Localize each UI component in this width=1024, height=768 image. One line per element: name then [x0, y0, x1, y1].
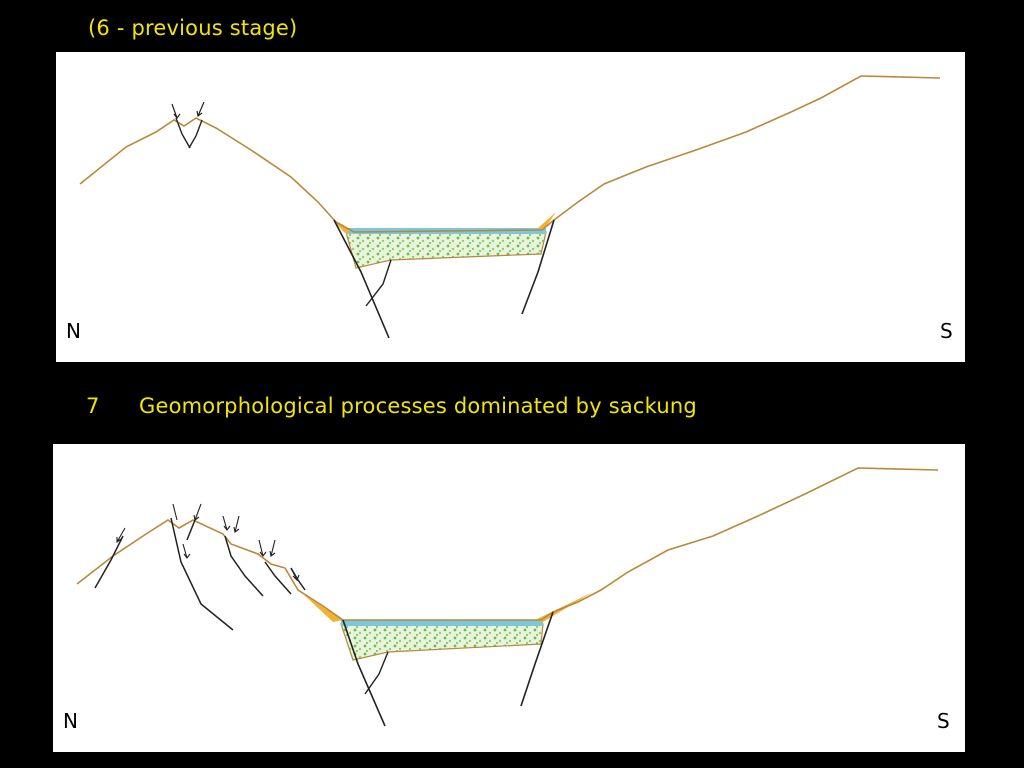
fault-arrow-2 — [172, 503, 178, 521]
fault-arrow-6 — [182, 543, 191, 559]
fault-left-main — [333, 219, 390, 339]
fault-left-main — [342, 619, 386, 727]
stage6-caption: (6 - previous stage) — [88, 16, 298, 40]
scree-left — [303, 594, 343, 622]
sackung-fault-5 — [264, 561, 292, 595]
water-layer — [341, 620, 543, 626]
valley-fill — [340, 623, 544, 661]
fault-arrow-2 — [196, 101, 205, 118]
stage6-south-label: S — [940, 319, 953, 343]
ridge-fault-2 — [188, 119, 203, 149]
topographic-profile — [76, 467, 939, 621]
stage7-north-label: N — [63, 709, 78, 733]
stage6-north-label: N — [66, 319, 81, 343]
fault-arrow-5 — [233, 515, 240, 533]
fault-left-splay — [365, 259, 392, 307]
fault-arrow-4 — [222, 515, 231, 531]
stage7-profile-drawing — [76, 467, 939, 727]
fault-right — [521, 219, 555, 315]
stage7-caption: Geomorphological processes dominated by … — [139, 394, 697, 418]
sackung-fault-4 — [224, 535, 264, 597]
fault-arrow-3 — [193, 503, 202, 521]
scree-right — [538, 212, 556, 230]
sackung-fault-3 — [186, 519, 196, 541]
fault-arrow-7 — [258, 539, 267, 557]
stage7-south-label: S — [937, 709, 950, 733]
fault-arrow-1 — [171, 103, 181, 119]
fault-arrow-9 — [290, 567, 300, 581]
sackung-fault-1 — [94, 535, 124, 589]
stage6-cross-section: N S — [56, 52, 965, 362]
stage7-cross-section: N S — [53, 444, 965, 752]
fault-left-splay — [364, 651, 389, 695]
scree-left — [334, 222, 351, 234]
stage6-profile-drawing — [79, 75, 941, 339]
topographic-profile — [79, 75, 941, 233]
ridge-fault-1 — [175, 117, 191, 149]
sackung-fault-2 — [170, 517, 234, 631]
fault-arrow-8 — [269, 539, 276, 557]
valley-fill — [345, 231, 547, 269]
stage7-number: 7 — [86, 394, 100, 418]
fault-arrow-1 — [116, 527, 126, 544]
fault-right — [520, 611, 554, 707]
